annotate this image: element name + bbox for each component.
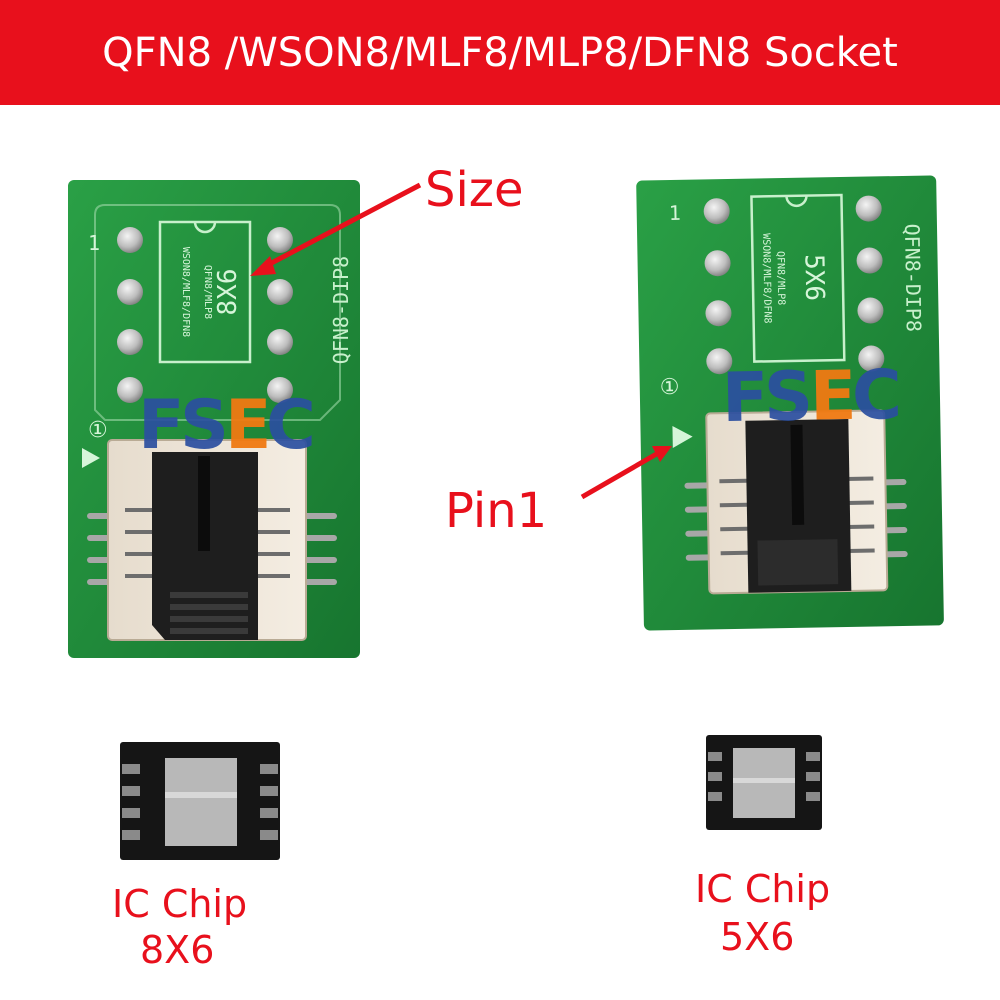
left-silk-outline: [94, 204, 341, 421]
right-pin1-mark: 1: [669, 201, 681, 225]
left-vertical-line2: QFN8/MLP8: [202, 265, 213, 319]
right-ic-chip: [706, 735, 822, 830]
product-photo: 1 8X6 WSON8/MLF8/DFN8 QFN8/MLP8 QFN8-DIP…: [68, 162, 944, 972]
left-dip-pads: [117, 227, 293, 403]
svg-text:F: F: [138, 386, 184, 465]
size-arrow-head: [250, 256, 276, 276]
svg-text:C: C: [266, 386, 316, 465]
left-lid-slot: [198, 456, 210, 551]
left-lid-ribs: [170, 592, 248, 634]
right-model-text: QFN8-DIP8: [900, 223, 926, 332]
right-circle-mark: ①: [660, 375, 680, 400]
right-chip-silk: [750, 193, 846, 363]
size-arrow-line: [260, 182, 422, 271]
svg-text:F: F: [721, 358, 769, 438]
banner-title: QFN8 /WSON8/MLF8/MLP8/DFN8 Socket: [102, 29, 898, 76]
left-vertical-line1: WSON8/MLF8/DFN8: [180, 247, 191, 337]
left-fsec-logo: F S E C: [138, 386, 316, 465]
right-pin1-triangle: [672, 426, 693, 449]
left-chip-label-line2: 8X6: [140, 928, 214, 972]
pin1-label: Pin1: [445, 483, 547, 539]
right-lid-recess: [757, 539, 839, 586]
svg-text:S: S: [763, 358, 813, 438]
left-chip-silk: [158, 220, 252, 364]
right-size-text: 5X6: [798, 254, 829, 301]
right-chip-label-line1: IC Chip: [695, 867, 830, 911]
pin1-annotation: Pin1: [445, 446, 672, 539]
right-chip-label-line2: 5X6: [720, 915, 794, 959]
right-adapter-board: 1 5X6 QFN8/MLP8 WSON8/MLF8/DFN8 QFN8-DIP…: [636, 175, 944, 631]
right-lid-slot: [790, 424, 805, 525]
pin1-arrow-head: [652, 446, 672, 462]
right-dip-pads: [703, 195, 885, 375]
left-circle-mark: ①: [88, 418, 108, 443]
left-ic-chip: [120, 742, 280, 860]
right-notch-silk: [785, 195, 808, 208]
left-adapter-board: 1 8X6 WSON8/MLF8/DFN8 QFN8/MLP8 QFN8-DIP…: [68, 180, 360, 658]
right-vertical-line2: WSON8/MLF8/DFN8: [760, 233, 773, 323]
size-annotation: Size: [250, 162, 524, 276]
svg-text:E: E: [809, 357, 857, 437]
left-size-text: 8X6: [213, 269, 243, 316]
right-vertical-line1: QFN8/MLP8: [774, 251, 786, 305]
right-fsec-logo: F S E C: [721, 356, 902, 438]
left-model-text: QFN8-DIP8: [329, 256, 353, 364]
pin1-arrow-line: [580, 449, 662, 500]
left-chip-label-line1: IC Chip: [112, 882, 247, 926]
left-notch-silk: [193, 221, 217, 234]
svg-text:E: E: [225, 386, 271, 465]
svg-text:C: C: [851, 356, 902, 436]
left-pin1-mark: 1: [88, 231, 100, 255]
left-pin1-triangle: [82, 448, 100, 468]
size-label: Size: [425, 162, 524, 218]
title-banner: QFN8 /WSON8/MLF8/MLP8/DFN8 Socket: [0, 0, 1000, 105]
left-chip-pad: [165, 758, 237, 846]
svg-text:S: S: [180, 386, 229, 465]
